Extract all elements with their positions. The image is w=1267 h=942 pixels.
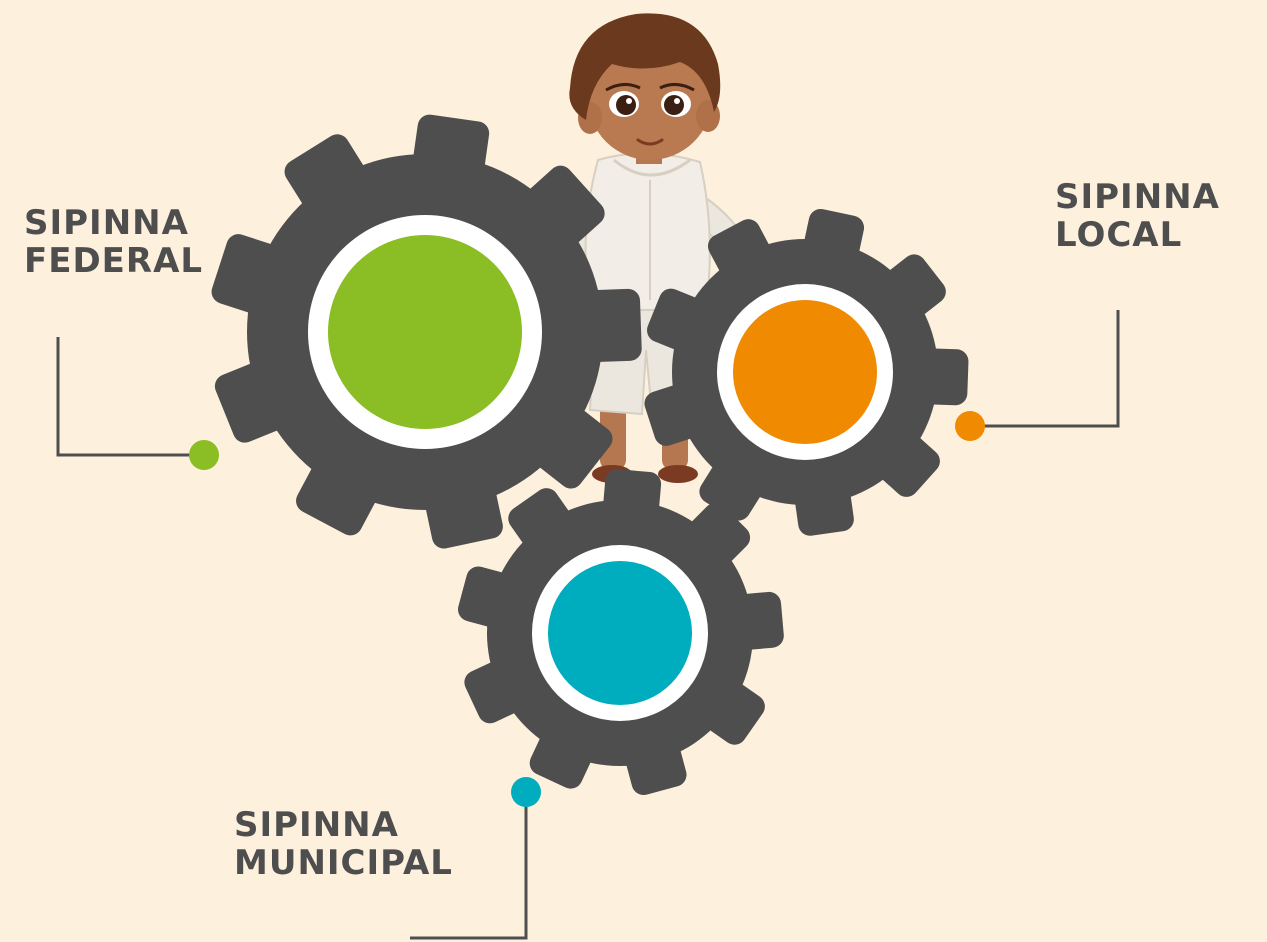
label-municipal-line2: MUNICIPAL [234,843,453,883]
label-local-line1: SIPINNA [1055,177,1220,217]
gear-hub [328,235,522,429]
label-federal-line1: SIPINNA [24,203,189,243]
gear-local [644,208,969,536]
gear-hub [733,300,877,444]
label-sipinna-municipal: SIPINNA MUNICIPAL [234,806,453,882]
dot-municipal [511,777,541,807]
dot-federal [189,440,219,470]
gear-federal [211,114,642,549]
label-sipinna-federal: SIPINNA FEDERAL [24,204,203,280]
gear-municipal [458,469,784,795]
label-local-line2: LOCAL [1055,215,1183,255]
connector-federal [56,337,219,470]
connector-local [955,310,1120,441]
gear-hub [548,561,692,705]
label-sipinna-local: SIPINNA LOCAL [1055,178,1220,254]
label-municipal-line1: SIPINNA [234,805,399,845]
label-federal-line2: FEDERAL [24,241,204,281]
dot-local [955,411,985,441]
connector-municipal [410,777,541,940]
